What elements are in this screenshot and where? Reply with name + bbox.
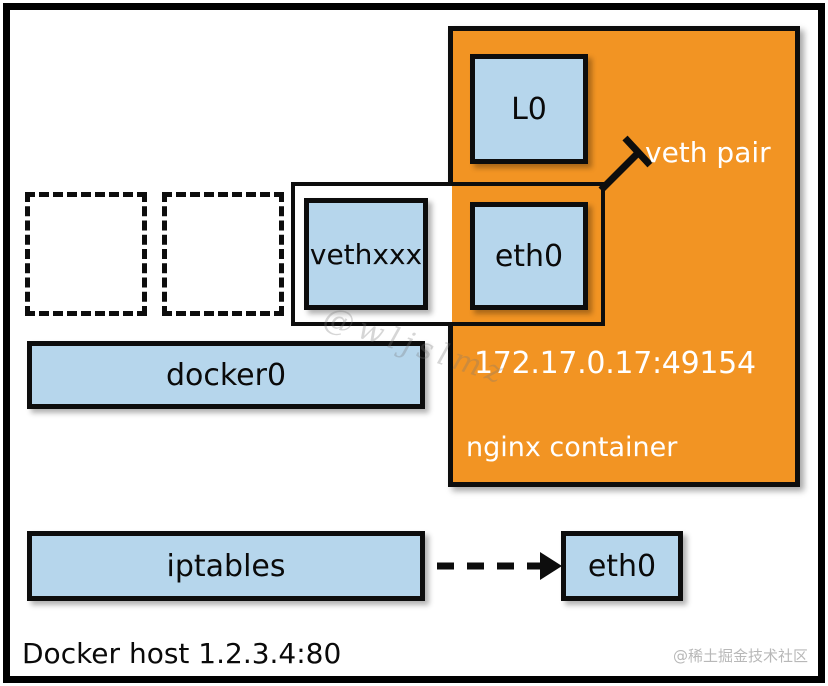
host-interface-eth0-label: eth0 bbox=[587, 548, 657, 584]
iptables-label: iptables bbox=[166, 548, 286, 584]
veth-pair-label: veth pair bbox=[645, 136, 771, 169]
docker0-bridge-label: docker0 bbox=[165, 357, 287, 393]
site-watermark: @稀土掘金技术社区 bbox=[672, 647, 808, 665]
container-interface-eth0-label: eth0 bbox=[494, 238, 564, 274]
docker-host-title: Docker host 1.2.3.4:80 bbox=[22, 637, 342, 670]
docker0-bridge[interactable]: docker0 bbox=[27, 341, 425, 409]
host-interface-eth0[interactable]: eth0 bbox=[561, 531, 683, 601]
container-interface-l0-label: L0 bbox=[511, 91, 547, 127]
bridge-port-placeholder-1 bbox=[25, 192, 147, 316]
container-interface-l0[interactable]: L0 bbox=[470, 54, 588, 164]
host-interface-vethxxx[interactable]: vethxxx bbox=[304, 198, 428, 310]
container-ip-port-label: 172.17.0.17:49154 bbox=[474, 346, 756, 381]
bridge-port-placeholder-2 bbox=[162, 192, 284, 316]
nginx-container-label: nginx container bbox=[466, 432, 678, 463]
host-interface-vethxxx-label: vethxxx bbox=[309, 237, 423, 271]
container-interface-eth0[interactable]: eth0 bbox=[470, 202, 588, 310]
iptables-box[interactable]: iptables bbox=[27, 531, 425, 601]
